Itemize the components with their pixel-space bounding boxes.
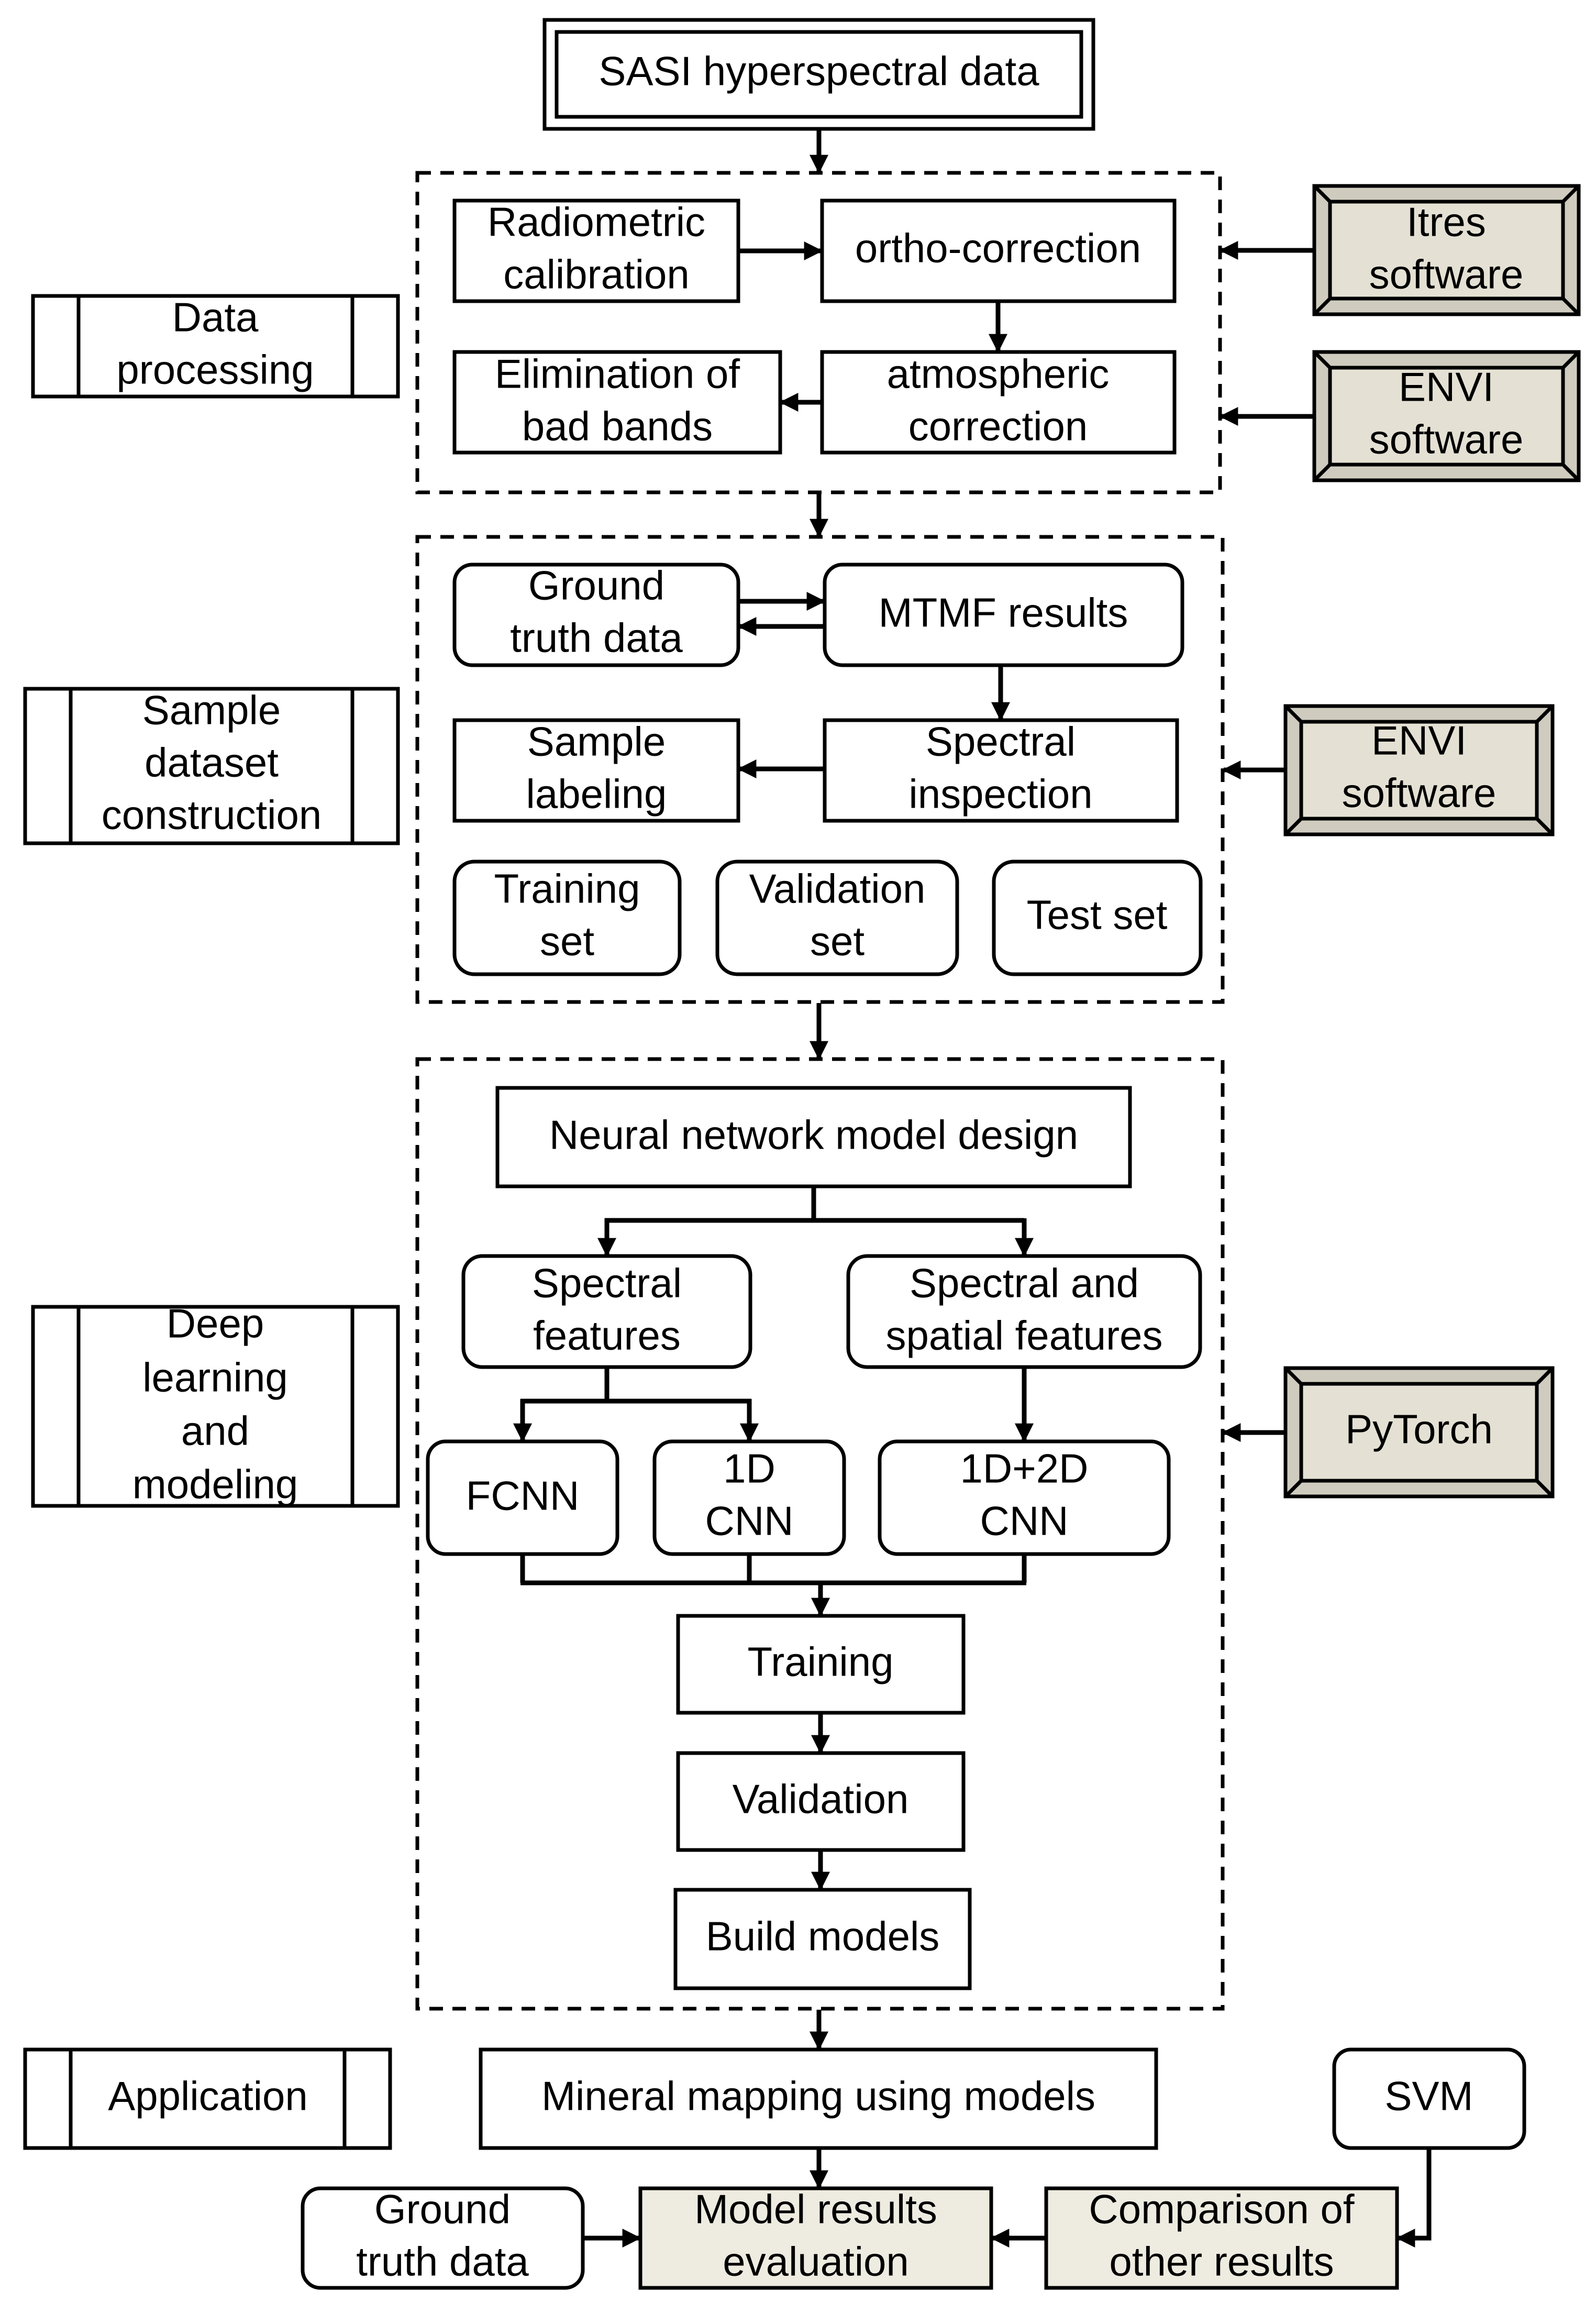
cnn12d-label-2: CNN	[980, 1498, 1069, 1544]
sasi-label: SASI hyperspectral data	[598, 48, 1039, 94]
pytorch-label: PyTorch	[1345, 1406, 1493, 1452]
ortho-label: ortho-correction	[855, 225, 1141, 271]
envi2-label-1: ENVI	[1371, 718, 1467, 764]
ground-truth-node-2: Ground truth data	[301, 2186, 585, 2290]
validation-set-node: Validation set	[715, 860, 959, 976]
spectral-inspection-node: Spectral inspection	[823, 718, 1179, 823]
spectral-features-label-1: Spectral	[532, 1260, 682, 1306]
training-set-label-2: set	[540, 918, 594, 964]
sample-labeling-label-1: Sample	[527, 719, 666, 765]
elimination-node: Elimination of bad bands	[452, 350, 782, 455]
model-eval-label-2: evaluation	[723, 2239, 909, 2285]
nn-design-node: Neural network model design	[495, 1086, 1132, 1188]
fcnn-label: FCNN	[466, 1473, 580, 1519]
elimination-label-2: bad bands	[522, 403, 713, 449]
validation-label: Validation	[733, 1776, 909, 1822]
stage-deep-label-4: modeling	[132, 1461, 298, 1507]
software-envi-1: ENVI software	[1312, 350, 1581, 482]
itres-label-2: software	[1369, 251, 1524, 298]
ground-truth-node-1: Ground truth data	[452, 563, 740, 667]
software-itres: Itres software	[1312, 184, 1581, 316]
nn-design-label: Neural network model design	[549, 1112, 1078, 1158]
stage-sample-label-1: Sample	[142, 687, 281, 733]
atmospheric-label-1: atmospheric	[887, 351, 1110, 397]
spectral-spatial-label-2: spatial features	[886, 1313, 1163, 1359]
sample-labeling-node: Sample labeling	[452, 718, 740, 823]
spectral-spatial-node: Spectral and spatial features	[846, 1254, 1202, 1369]
arrow-svm-to-comparison	[1396, 2148, 1432, 2248]
envi2-label-2: software	[1342, 770, 1497, 816]
build-models-label: Build models	[706, 1913, 940, 1959]
cnn12d-node: 1D+2D CNN	[878, 1439, 1171, 1556]
model-eval-node: Model results evaluation	[638, 2186, 993, 2290]
sample-labeling-label-2: labeling	[526, 771, 667, 817]
sasi-node: SASI hyperspectral data	[542, 18, 1095, 131]
ground-truth-label-1: Ground	[528, 563, 664, 609]
stage-sample-dataset: Sample dataset construction	[23, 687, 400, 845]
spectral-spatial-label-1: Spectral and	[910, 1260, 1139, 1306]
stage-data-processing-label-1: Data	[172, 294, 259, 340]
training-set-node: Training set	[452, 860, 682, 976]
cnn1d-label-1: 1D	[723, 1446, 775, 1492]
spectral-inspection-label-1: Spectral	[926, 719, 1076, 765]
training-label: Training	[748, 1639, 894, 1685]
envi1-label-1: ENVI	[1399, 364, 1494, 410]
svm-node: SVM	[1332, 2047, 1526, 2150]
stage-application-label: Application	[108, 2073, 308, 2119]
ground-truth-2-label-2: truth data	[356, 2239, 529, 2285]
atmospheric-label-2: correction	[908, 403, 1088, 449]
validation-node: Validation	[676, 1751, 966, 1852]
radiometric-label-2: calibration	[503, 251, 690, 298]
validation-set-label-2: set	[810, 918, 864, 964]
training-set-label-1: Training	[494, 866, 640, 912]
spectral-features-label-2: features	[533, 1313, 681, 1359]
stage-deep-label-1: Deep	[167, 1301, 264, 1347]
radiometric-node: Radiometric calibration	[452, 199, 740, 303]
spectral-features-node: Spectral features	[461, 1254, 752, 1369]
software-pytorch: PyTorch	[1283, 1366, 1555, 1499]
stage-deep-label-3: and	[181, 1408, 249, 1454]
mtmf-label: MTMF results	[879, 590, 1128, 636]
stage-sample-label-2: dataset	[145, 740, 279, 786]
mineral-mapping-node: Mineral mapping using models	[479, 2047, 1158, 2150]
elimination-label-1: Elimination of	[495, 351, 740, 397]
envi1-label-2: software	[1369, 416, 1524, 462]
stage-deep-learning: Deep learning and modeling	[31, 1301, 400, 1508]
itres-label-1: Itres	[1406, 199, 1486, 245]
comparison-node: Comparison of other results	[1044, 2186, 1399, 2290]
cnn12d-label-1: 1D+2D	[960, 1446, 1089, 1492]
comparison-label-2: other results	[1109, 2239, 1334, 2285]
model-eval-label-1: Model results	[694, 2186, 937, 2232]
spectral-inspection-label-2: inspection	[908, 771, 1092, 817]
stage-data-processing-label-2: processing	[116, 347, 314, 393]
validation-set-label-1: Validation	[749, 866, 926, 912]
comparison-label-1: Comparison of	[1089, 2186, 1355, 2232]
svm-label: SVM	[1384, 2073, 1473, 2119]
build-models-node: Build models	[673, 1888, 972, 1990]
ground-truth-2-label-1: Ground	[374, 2186, 511, 2232]
cnn1d-node: 1D CNN	[652, 1439, 846, 1556]
training-node: Training	[676, 1614, 966, 1715]
fcnn-node: FCNN	[426, 1439, 619, 1556]
software-envi-2: ENVI software	[1283, 704, 1555, 836]
radiometric-label-1: Radiometric	[487, 199, 705, 245]
ortho-node: ortho-correction	[820, 199, 1177, 303]
ground-truth-label-2: truth data	[510, 615, 683, 661]
stage-data-processing: Data processing	[31, 294, 400, 399]
test-set-node: Test set	[992, 860, 1203, 976]
stage-deep-label-2: learning	[142, 1354, 288, 1401]
test-set-label: Test set	[1027, 892, 1168, 938]
stage-sample-label-3: construction	[102, 792, 322, 838]
mineral-mapping-label: Mineral mapping using models	[541, 2073, 1095, 2119]
cnn1d-label-2: CNN	[705, 1498, 794, 1544]
atmospheric-node: atmospheric correction	[820, 350, 1177, 455]
stage-application: Application	[23, 2047, 392, 2150]
mtmf-node: MTMF results	[823, 563, 1184, 667]
